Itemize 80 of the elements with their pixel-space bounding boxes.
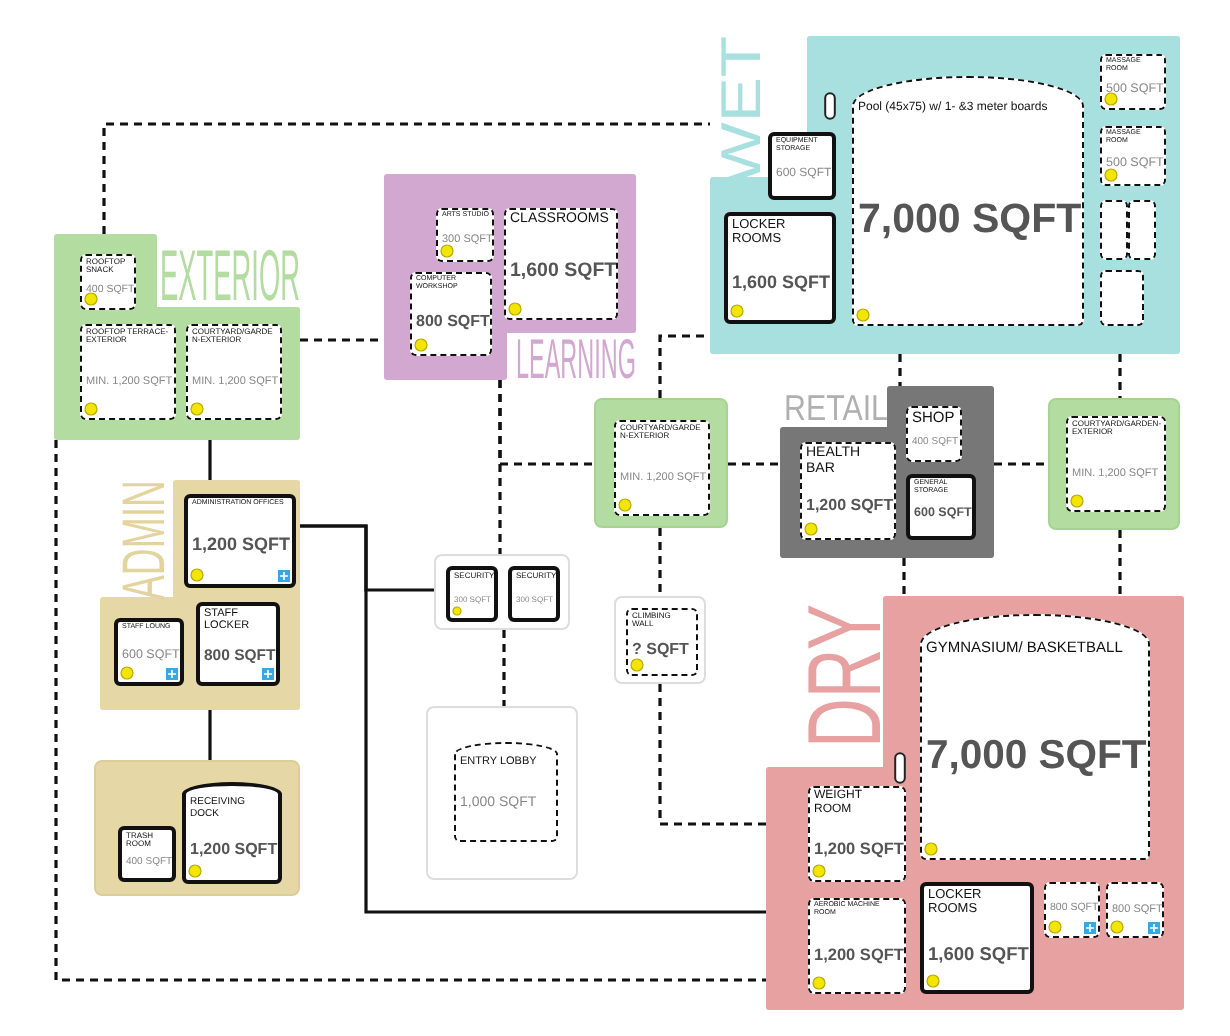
room-box [446,566,498,622]
room-box [906,406,962,462]
connector-line [102,122,710,234]
room-box [118,826,176,882]
connector-line [300,524,434,592]
zone-label: EXTERIOR [160,240,300,312]
connector-line [54,440,766,982]
zone-panel [426,706,578,880]
room-box [808,786,906,882]
zone-panel [54,234,300,440]
room-box [186,324,282,420]
room-box [808,898,906,994]
room-box [920,882,1034,994]
zone-panel [766,596,1184,1010]
connector-line [1118,530,1122,596]
room-area: 7,000 SQFT [922,734,1148,780]
connector-line [728,462,780,466]
room-area: 1,600 SQFT [924,943,1030,964]
connector-line [658,334,710,398]
connector-line [1118,354,1122,398]
room-box [626,608,698,676]
room-box [1128,200,1156,260]
zone-panel [614,596,706,684]
zone-panel [100,480,300,710]
room-area: 1,200 SQFT [186,841,278,859]
room-area: 1,600 SQFT [506,261,616,284]
room-area: 1,200 SQFT [810,839,904,858]
room-box [768,132,836,200]
room-area: 7,000 SQFT [854,197,1082,243]
connector-line [902,558,906,596]
room-box [184,494,296,588]
zone-label: ADMIN [116,480,176,600]
connector-line [994,462,1048,466]
zone-panel [94,760,300,896]
room-box [114,618,184,686]
connector-line [658,684,766,826]
room-box [1100,54,1166,110]
room-box [80,254,136,310]
zone-label: LEARNING [516,332,636,388]
room-box [80,324,176,420]
room-box [724,212,836,324]
room-box [1100,270,1144,326]
zone-label: DRY [794,604,898,748]
room-box [410,272,492,356]
connector-line [502,630,506,706]
room-box [196,602,280,686]
courtyard-panel [1048,398,1180,530]
room-box [182,782,282,884]
courtyard-panel [594,398,728,528]
connector-line [658,528,662,596]
room-area: 1,200 SQFT [802,498,894,517]
zone-label: RETAIL [784,390,888,426]
room-area: 800 SQFT [412,313,490,332]
zone-panel [434,554,570,630]
room-box [508,566,560,622]
room-area: 1,200 SQFT [188,535,292,556]
zone-panel [710,36,1180,354]
room-area: 1,600 SQFT [728,273,832,294]
room-box [1100,200,1128,260]
room-box [1044,882,1100,938]
room-box [852,76,1084,326]
room-box [504,208,618,320]
room-box [1066,416,1166,512]
room-box [614,420,710,516]
room-box [436,208,494,262]
room-box [1100,126,1166,186]
room-box [920,614,1150,860]
room-box [800,442,896,540]
room-box [454,742,558,842]
room-box [906,474,976,540]
zone-panel [780,386,994,558]
zone-panel [384,174,636,380]
room-area: 1,200 SQFT [810,945,904,964]
connector-line [498,380,594,466]
connector-line [208,710,212,760]
room-box [1106,882,1164,938]
connector-line [208,440,212,480]
connector-line [300,338,384,342]
room-area: ? SQFT [628,642,696,661]
connector-line [898,354,902,386]
